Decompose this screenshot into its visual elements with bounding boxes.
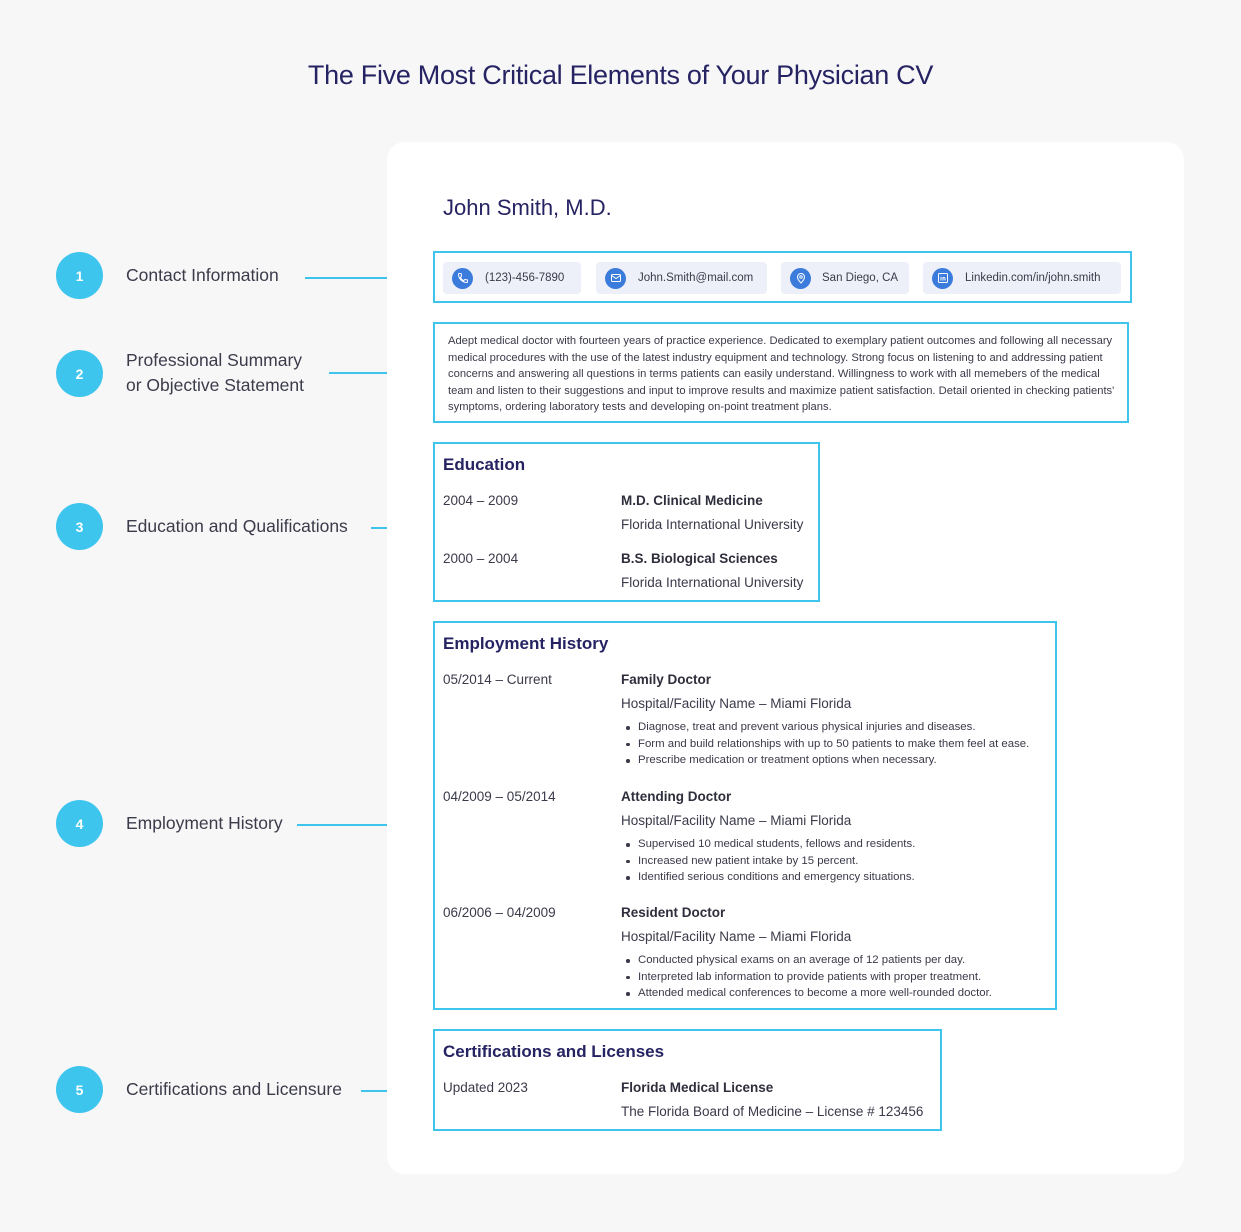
employment-highlight-box — [433, 621, 1057, 1010]
job-bullets: Conducted physical exams on an average o… — [621, 952, 992, 1002]
education-title: Education — [443, 455, 526, 474]
label-text-line2: or Objective Statement — [126, 375, 304, 395]
certifications-highlight-box — [433, 1029, 942, 1131]
job-bullets: Diagnose, treat and prevent various phys… — [621, 719, 1029, 769]
list-item: Identified serious conditions and emerge… — [621, 869, 915, 886]
location-text: San Diego, CA — [822, 272, 899, 284]
label-text-line1: Professional Summary — [126, 350, 303, 370]
job-role: Family Doctor — [621, 672, 712, 687]
list-item: Diagnose, treat and prevent various phys… — [621, 719, 1029, 736]
number-badge-1: 1 — [56, 252, 103, 299]
connector-line — [305, 277, 433, 279]
certification-name: Florida Medical License — [621, 1080, 774, 1095]
list-item: Conducted physical exams on an average o… — [621, 952, 992, 969]
employment-title: Employment History — [443, 634, 609, 653]
education-degree: B.S. Biological Sciences — [621, 551, 778, 566]
location-pin-icon — [790, 267, 811, 289]
education-school: Florida International University — [621, 575, 804, 590]
certification-detail: The Florida Board of Medicine – License … — [621, 1104, 924, 1119]
list-item: Prescribe medication or treatment option… — [621, 752, 1029, 769]
connector-line — [329, 372, 433, 374]
linkedin-chip: Linkedin.com/in/john.smith — [923, 262, 1121, 294]
job-dates: 05/2014 – Current — [443, 672, 552, 687]
cv-card — [387, 142, 1184, 1174]
summary-highlight-box — [433, 322, 1129, 423]
education-dates: 2004 – 2009 — [443, 493, 519, 508]
connector-line — [297, 824, 433, 826]
cv-name: John Smith, M.D. — [443, 195, 612, 220]
job-dates: 04/2009 – 05/2014 — [443, 789, 556, 804]
label-text: Employment History — [126, 813, 283, 833]
number-badge-3: 3 — [56, 503, 103, 550]
phone-icon — [452, 267, 473, 289]
education-dates: 2000 – 2004 — [443, 551, 519, 566]
email-chip: John.Smith@mail.com — [596, 262, 767, 294]
job-place: Hospital/Facility Name – Miami Florida — [621, 696, 852, 711]
list-item: Form and build relationships with up to … — [621, 736, 1029, 753]
email-text: John.Smith@mail.com — [638, 272, 754, 284]
contact-highlight-box — [433, 251, 1132, 303]
number-badge-2: 2 — [56, 350, 103, 397]
job-role: Attending Doctor — [621, 789, 732, 804]
job-place: Hospital/Facility Name – Miami Florida — [621, 813, 852, 828]
linkedin-text: Linkedin.com/in/john.smith — [965, 272, 1101, 284]
list-item: Interpreted lab information to provide p… — [621, 969, 992, 986]
education-highlight-box — [433, 442, 820, 602]
phone-chip: (123)-456-7890 — [443, 262, 581, 294]
mail-icon — [605, 267, 626, 289]
page-title: The Five Most Critical Elements of Your … — [307, 60, 934, 90]
label-text: Contact Information — [126, 265, 279, 285]
education-degree: M.D. Clinical Medicine — [621, 493, 763, 508]
list-item: Attended medical conferences to become a… — [621, 985, 992, 1002]
location-chip: San Diego, CA — [781, 262, 909, 294]
number-badge-5: 5 — [56, 1066, 103, 1113]
label-text: Certifications and Licensure — [126, 1079, 342, 1099]
job-bullets: Supervised 10 medical students, fellows … — [621, 836, 915, 886]
summary-text: Adept medical doctor with fourteen years… — [448, 335, 1115, 414]
job-role: Resident Doctor — [621, 905, 726, 920]
education-school: Florida International University — [621, 517, 804, 532]
certification-dates: Updated 2023 — [443, 1080, 528, 1095]
label-text: Education and Qualifications — [126, 516, 348, 536]
linkedin-icon — [932, 267, 953, 289]
number-badge-4: 4 — [56, 800, 103, 847]
phone-text: (123)-456-7890 — [485, 272, 565, 284]
list-item: Increased new patient intake by 15 perce… — [621, 853, 915, 870]
list-item: Supervised 10 medical students, fellows … — [621, 836, 915, 853]
job-dates: 06/2006 – 04/2009 — [443, 905, 556, 920]
job-place: Hospital/Facility Name – Miami Florida — [621, 929, 852, 944]
certifications-title: Certifications and Licenses — [443, 1042, 665, 1061]
